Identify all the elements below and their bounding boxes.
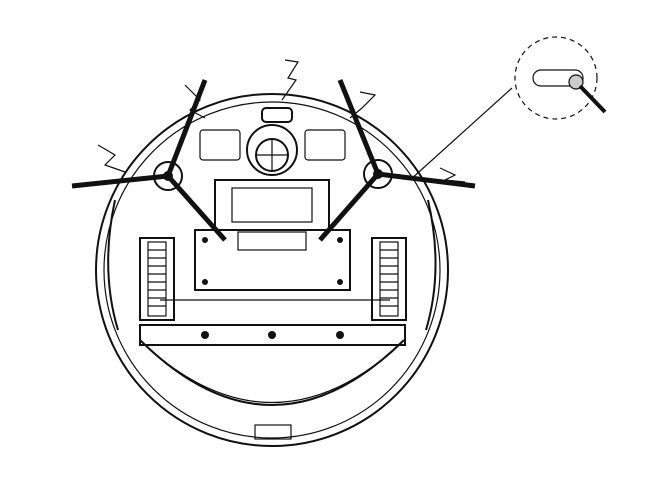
callout [409,36,607,181]
lightning-marker [281,59,299,101]
callout-circle [514,36,598,120]
robot-body [95,93,449,447]
right-wheel [371,237,407,321]
left-side-brush [71,79,227,242]
right-side-brush [318,79,476,242]
top-bumper-area [199,107,346,176]
left-wheel [139,237,175,321]
dustbin [194,179,351,291]
main-brush-frame [139,299,406,346]
